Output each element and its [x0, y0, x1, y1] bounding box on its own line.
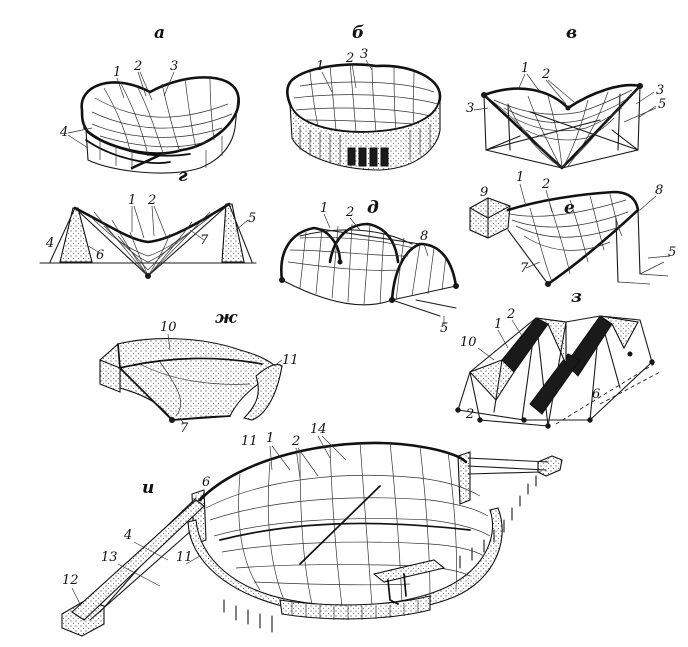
- cable-grid: [91, 75, 233, 157]
- cable-net: [509, 193, 629, 283]
- anchor-block-right: [537, 455, 563, 477]
- label-1: 1: [516, 170, 524, 185]
- label-6: 6: [592, 387, 600, 402]
- label-1: 1: [320, 201, 328, 216]
- label-1: 1: [494, 317, 502, 332]
- edge-cable: [506, 190, 640, 212]
- label-2-bottom: 2: [465, 407, 474, 422]
- label-5: 5: [440, 321, 448, 336]
- arch-2: [328, 222, 400, 264]
- label-5: 5: [658, 97, 666, 112]
- label-6: 6: [96, 248, 104, 263]
- label-3: 3: [360, 47, 368, 62]
- window-columns: [299, 124, 431, 166]
- panel-title-zh: ж: [215, 308, 238, 328]
- wall: [85, 97, 239, 174]
- mast-left: [59, 207, 93, 263]
- front-wall: [279, 595, 431, 620]
- panel-d: д 1 2 8 5: [279, 198, 459, 336]
- label-2: 2: [291, 434, 300, 449]
- panel-a: а 1 2 3 4: [59, 23, 240, 174]
- stay-beam: [71, 499, 205, 621]
- label-7: 7: [520, 261, 529, 276]
- label-5: 5: [668, 245, 676, 260]
- label-1: 1: [266, 431, 274, 446]
- mast-frame: [457, 315, 653, 427]
- label-8: 8: [420, 229, 428, 244]
- label-14: 14: [310, 422, 327, 437]
- panel-b: б 1 2 3: [285, 23, 442, 171]
- masts: [483, 85, 641, 169]
- label-3-right: 3: [656, 83, 664, 98]
- label-10: 10: [160, 320, 177, 335]
- label-7: 7: [200, 233, 209, 248]
- label-9: 9: [480, 185, 488, 200]
- label-10: 10: [460, 335, 477, 350]
- anchor-block: [469, 197, 511, 239]
- panel-i: и: [61, 422, 563, 637]
- label-2: 2: [345, 51, 354, 66]
- facade-wall: [289, 95, 441, 171]
- panel-z: з 1 2 10 2 6: [455, 287, 661, 429]
- entrance-openings: [347, 147, 389, 167]
- label-2: 2: [147, 193, 156, 208]
- arch-3: [390, 242, 458, 302]
- roof-net: [205, 441, 491, 607]
- label-2: 2: [345, 205, 354, 220]
- roof-edge-ring: [198, 441, 468, 502]
- label-3: 3: [170, 59, 178, 74]
- label-2-top: 2: [506, 307, 515, 322]
- label-5: 5: [248, 211, 256, 226]
- panel-title-z: з: [571, 287, 582, 307]
- cable-net: [287, 223, 447, 305]
- label-1: 1: [113, 65, 121, 80]
- label-4: 4: [59, 125, 68, 140]
- edge-arches: [482, 83, 642, 110]
- label-7: 7: [180, 421, 189, 436]
- label-1: 1: [128, 193, 136, 208]
- perimeter-arch: [187, 507, 503, 614]
- panel-title-i: и: [142, 478, 154, 498]
- label-4: 4: [123, 528, 132, 543]
- label-1: 1: [521, 61, 529, 76]
- roof-edge: [281, 227, 421, 306]
- roof-grid: [293, 63, 439, 133]
- panel-title-a: а: [154, 23, 165, 43]
- label-2: 2: [133, 59, 142, 74]
- arch: [546, 208, 640, 286]
- panel-g: г 1 2 4 5 6 7: [39, 166, 257, 279]
- label-2: 2: [541, 67, 550, 82]
- panel-title-v: в: [566, 23, 577, 43]
- label-11-top: 11: [241, 434, 258, 449]
- panel-title-e: е: [564, 198, 575, 218]
- panel-v: в 1 2 3 3 5: [466, 23, 666, 170]
- label-6: 6: [202, 475, 210, 490]
- label-11-left: 11: [176, 550, 193, 565]
- label-3-left: 3: [466, 101, 474, 116]
- label-8: 8: [655, 183, 663, 198]
- right-arch: [242, 363, 283, 421]
- panel-e: е 9 1 2 8 7 5: [469, 170, 676, 287]
- panel-title-d: д: [367, 198, 379, 218]
- load-arrows: [223, 475, 537, 633]
- label-1: 1: [316, 59, 324, 74]
- panel-zh: ж 10 11 7: [99, 308, 299, 436]
- panel-title-g: г: [178, 166, 188, 186]
- label-11: 11: [282, 353, 299, 368]
- label-4: 4: [45, 236, 54, 251]
- left-support: [99, 359, 121, 393]
- pylon-right: [457, 451, 471, 505]
- label-2: 2: [541, 177, 550, 192]
- label-12: 12: [62, 573, 79, 588]
- cable-net: [483, 85, 641, 169]
- entrance-canopy: [372, 559, 446, 583]
- label-13: 13: [101, 550, 118, 565]
- cable-net: [89, 211, 215, 277]
- panel-title-b: б: [352, 23, 364, 43]
